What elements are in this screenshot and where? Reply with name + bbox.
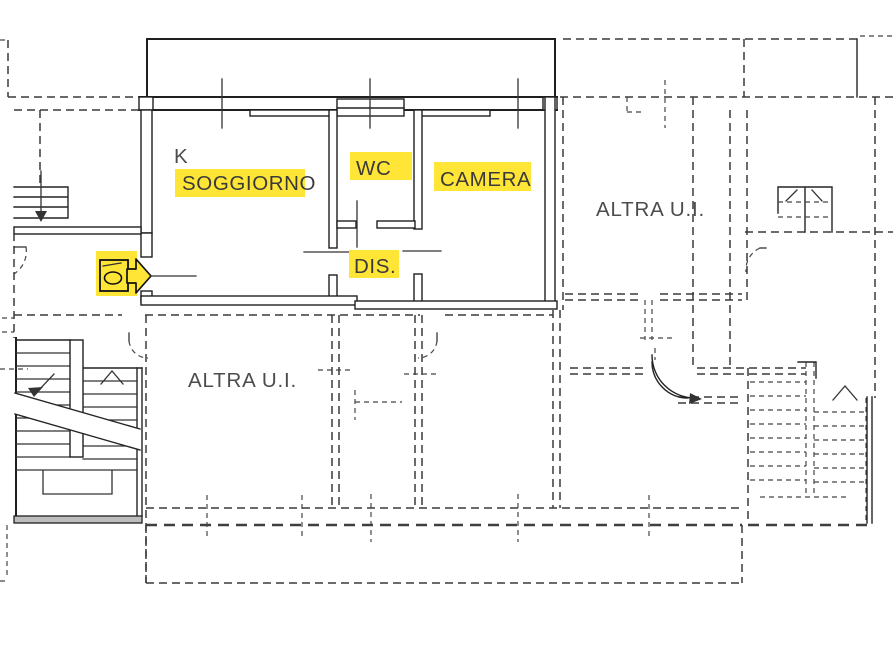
- room-label-other-unit-right: ALTRA U.I.: [596, 198, 705, 221]
- balcony-outline: [146, 35, 893, 98]
- stair-base-slab: [13, 515, 143, 524]
- stairs-down-arrow-icon: [28, 387, 43, 397]
- secondary-stair-top-right: [777, 186, 833, 233]
- door-swing-symbols: [13, 246, 767, 404]
- stairs-up-chevron-icon: [832, 385, 858, 401]
- upper-landing-steps: [13, 170, 69, 222]
- right-staircase-dashed: [747, 361, 873, 527]
- stairs-down-arrow-icon: [35, 211, 47, 222]
- stair-break-band: [15, 393, 140, 450]
- highlight-soggiorno: [175, 169, 305, 197]
- room-labels: K SOGGIORNO WC CAMERA DIS. ALTRA U.I. AL…: [174, 145, 705, 392]
- highlight-dis: [349, 250, 399, 278]
- entrance-arrow-icon: [126, 258, 152, 294]
- room-label-bedroom: CAMERA: [440, 168, 531, 191]
- window-sill: [249, 109, 334, 117]
- other-unit-dashed-walls: [0, 39, 893, 584]
- highlight-camera: [434, 162, 531, 191]
- curved-door-swing-icon: [651, 354, 696, 399]
- entrance-plate-oval: [103, 271, 123, 285]
- door-arrow-icon: [689, 393, 702, 404]
- stairs-up-chevron-icon: [785, 189, 823, 202]
- room-label-wc: WC: [356, 157, 391, 180]
- room-label-kitchen: K: [174, 145, 188, 168]
- exterior-wall-top: [138, 78, 558, 129]
- window-sill: [419, 109, 491, 117]
- apartment-walls: [13, 96, 558, 310]
- wall-corner: [138, 96, 154, 111]
- room-label-other-unit-left: ALTRA U.I.: [188, 369, 297, 392]
- highlight-wc: [350, 152, 412, 180]
- stairs-up-chevron-icon: [100, 369, 124, 385]
- entrance-marker: [96, 251, 197, 296]
- main-staircase: [13, 337, 143, 524]
- room-label-living-room: SOGGIORNO: [182, 172, 316, 195]
- room-label-hallway: DIS.: [354, 255, 396, 278]
